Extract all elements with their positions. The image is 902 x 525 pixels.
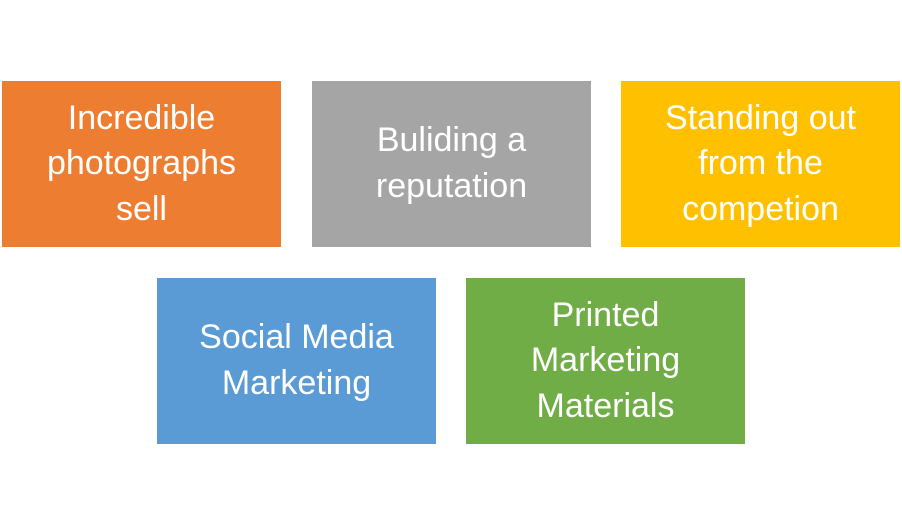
printed-marketing-materials-box: Printed Marketing Materials [466, 278, 745, 444]
building-reputation-label: Buliding a reputation [375, 121, 528, 205]
social-media-marketing-box: Social Media Marketing [157, 278, 436, 444]
standing-out-box: Standing out from the competion [621, 81, 900, 247]
building-reputation-box: Buliding a reputation [312, 81, 591, 247]
incredible-photographs-label: Incredible photographs sell [46, 98, 237, 228]
standing-out-label: Standing out from the competion [665, 98, 856, 228]
printed-marketing-materials-label: Printed Marketing Materials [530, 295, 681, 425]
incredible-photographs-box: Incredible photographs sell [2, 81, 281, 247]
social-media-marketing-label: Social Media Marketing [199, 318, 394, 402]
